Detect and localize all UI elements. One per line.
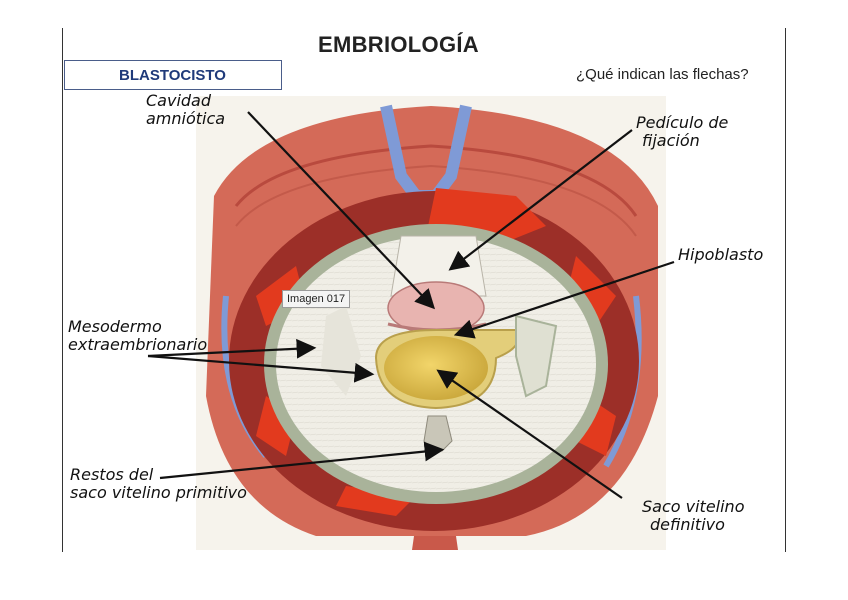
left-border-line [62,28,63,552]
label-hipoblasto: Hipoblasto [678,245,764,264]
arrow-restos [159,441,445,480]
blastocisto-box: BLASTOCISTO [64,60,282,90]
arrow-cavidad [247,111,436,310]
label-mesodermo-line2: extraembrionario [68,335,208,354]
page-title: EMBRIOLOGÍA [318,32,479,57]
arrow-hipoblasto [453,260,675,339]
right-border-line [785,28,786,552]
arrow-saco [436,369,623,499]
label-saco-vitelino: Saco vitelino definitivo [642,498,744,534]
label-mesodermo-line1: Mesodermo [68,317,162,336]
label-mesodermo: Mesodermo extraembrionario [68,318,207,354]
label-restos: Restos del saco vitelino primitivo [70,466,247,502]
label-pediculo-fijacion: Pedículo de fijación [636,114,728,150]
label-cavidad-line2: amniótica [146,109,226,128]
arrow-pediculo [448,129,633,271]
label-pediculo-line1: Pedículo de [636,113,729,132]
arrow-mesodermo-1 [147,338,317,359]
label-saco-line1: Saco vitelino [642,497,745,516]
label-saco-line2: definitivo [650,515,725,534]
label-restos-line1: Restos del [70,465,154,484]
label-pediculo-line2: fijación [642,131,700,150]
image-tooltip: Imagen 017 [282,290,351,308]
blastocisto-label: BLASTOCISTO [119,67,226,84]
label-cavidad-line1: Cavidad [146,91,212,110]
label-restos-line2: saco vitelino primitivo [70,483,247,502]
label-cavidad-amniotica: Cavidad amniótica [146,92,225,128]
arrow-mesodermo-2 [147,354,375,383]
question-text: ¿Qué indican las flechas? [576,66,749,83]
